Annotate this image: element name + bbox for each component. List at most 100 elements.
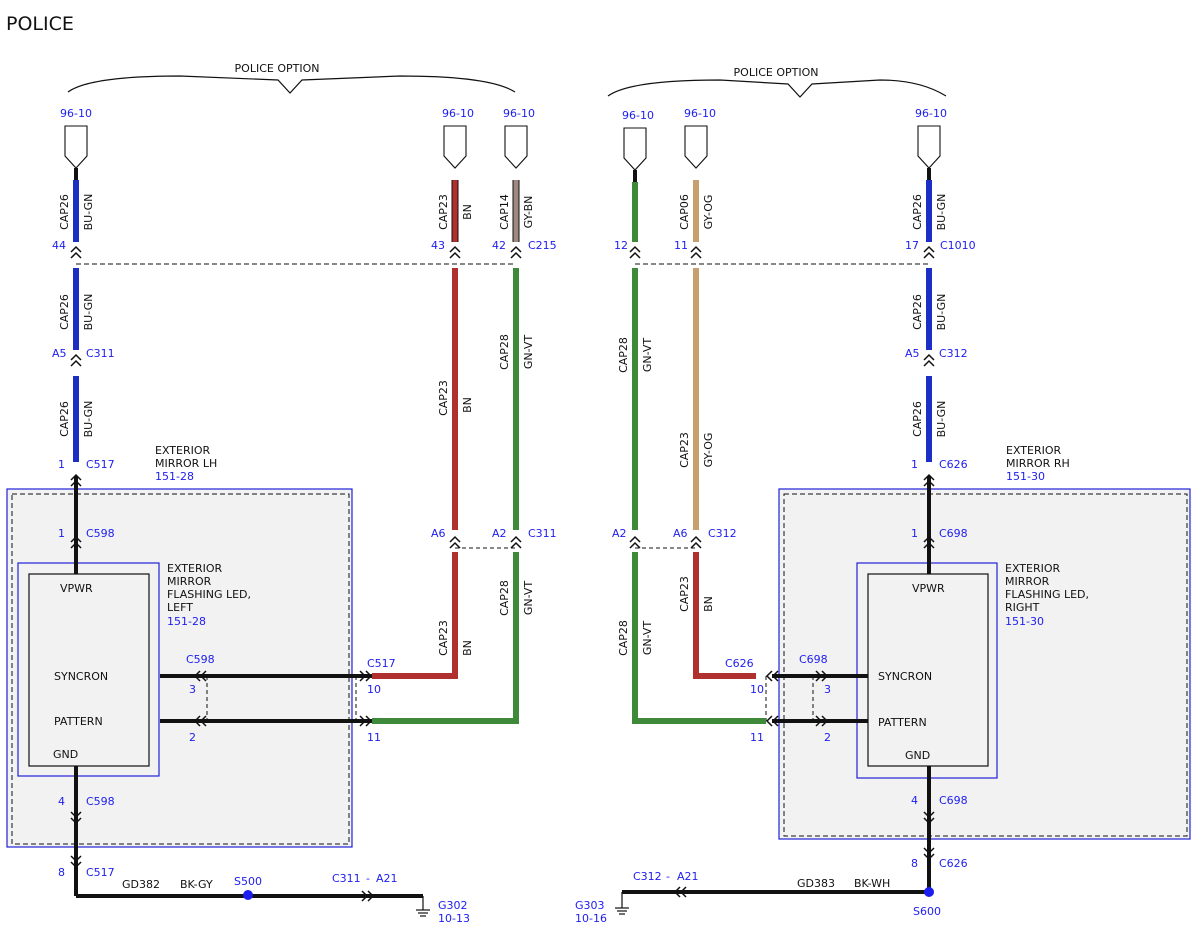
wire-gn-vt-left — [372, 268, 519, 724]
wire-color-label: BU-GN — [82, 401, 95, 438]
splice-s600 — [924, 887, 934, 897]
pin-number: 11 — [367, 731, 381, 744]
ref-label: 96-10 — [622, 109, 654, 122]
connector-id: C626 — [939, 857, 968, 870]
led-ref: 151-30 — [1005, 615, 1044, 628]
pin-number: A6 — [673, 527, 688, 540]
pin-label-pattern: PATTERN — [878, 716, 927, 729]
pin-number: 3 — [824, 683, 831, 696]
pin-number: 1 — [911, 458, 918, 471]
wire-color-label: GY-OG — [702, 433, 715, 468]
led-title: MIRROR — [1005, 575, 1050, 588]
circuit-label: CAP28 — [617, 337, 630, 373]
page-title: POLICE — [6, 13, 74, 35]
wire-color-label: BU-GN — [935, 294, 948, 331]
connector-id: C626 — [939, 458, 968, 471]
ref-label: 96-10 — [684, 107, 716, 120]
circuit-label: CAP23 — [437, 620, 450, 656]
circuit-label: CAP28 — [498, 580, 511, 616]
ground-ref: 10-16 — [575, 912, 607, 925]
ref-label: 96-10 — [60, 107, 92, 120]
wire-color-label: GN-VT — [641, 621, 654, 656]
led-component-right — [867, 573, 989, 767]
circuit-label: CAP23 — [678, 576, 691, 612]
led-box-left — [17, 562, 160, 777]
pin-number: 8 — [58, 866, 65, 879]
wire-color-label: BU-GN — [935, 401, 948, 438]
circuit-label: CAP06 — [678, 194, 691, 230]
connector-id: C517 — [86, 458, 115, 471]
connector-id: C312 — [939, 347, 968, 360]
connector-id: C311 — [332, 872, 361, 885]
pin-label-syncron: SYNCRON — [54, 670, 108, 683]
module-title: EXTERIOR — [1006, 444, 1062, 457]
pin-number: 12 — [614, 239, 628, 252]
offpage-connector-icon — [917, 125, 941, 169]
pin-number: 8 — [911, 857, 918, 870]
circuit-label: CAP26 — [911, 194, 924, 230]
ground-id: G302 — [438, 899, 468, 912]
pin-number: A21 — [677, 870, 699, 883]
led-ref: 151-28 — [167, 615, 206, 628]
ground-symbol-g303 — [615, 890, 660, 915]
wire-color-label: BN — [461, 204, 474, 220]
circuit-label: CAP23 — [678, 432, 691, 468]
pin-label-vpwr: VPWR — [912, 582, 945, 595]
module-title: MIRROR RH — [1006, 457, 1070, 470]
connector-id: C215 — [528, 239, 557, 252]
led-title: FLASHING LED, — [167, 588, 251, 601]
wire-color-label: BU-GN — [82, 194, 95, 231]
right-labels: CAP06 GY-OG CAP26 BU-GN CAP26 BU-GN CAP2… — [575, 194, 1089, 925]
pin-number: A2 — [612, 527, 627, 540]
pin-number: 3 — [189, 683, 196, 696]
connector-id: C598 — [86, 795, 115, 808]
pin-number: 2 — [824, 731, 831, 744]
wire-color-label: BK-WH — [854, 877, 890, 890]
connector-id: C698 — [799, 653, 828, 666]
pin-number: 42 — [492, 239, 506, 252]
ground-symbol-g302 — [356, 894, 430, 917]
pin-label-vpwr: VPWR — [60, 582, 93, 595]
pin-number: A21 — [376, 872, 398, 885]
connector-id: C598 — [186, 653, 215, 666]
wire-bn-left — [372, 180, 458, 679]
circuit-label: CAP26 — [911, 401, 924, 437]
pin-number: 1 — [58, 458, 65, 471]
connector-dash: - — [666, 870, 670, 883]
ref-label: 96-10 — [442, 107, 474, 120]
splice-id: S500 — [234, 875, 262, 888]
ground-circuit: GD383 — [797, 877, 835, 890]
connector-id: C311 — [86, 347, 115, 360]
option-label-right: POLICE OPTION — [734, 66, 819, 79]
connector-id: C312 — [708, 527, 737, 540]
connector-id: C698 — [939, 527, 968, 540]
pin-number: 1 — [911, 527, 918, 540]
pin-label-pattern: PATTERN — [54, 715, 103, 728]
option-brace-right — [607, 79, 947, 98]
offpage-connector-icon — [64, 125, 88, 169]
module-box-mirror-lh-inner — [11, 493, 350, 845]
ref-label: 96-10 — [503, 107, 535, 120]
wire-color-label: BU-GN — [82, 294, 95, 331]
circuit-label: CAP26 — [58, 294, 71, 330]
wire-color-label: GN-VT — [641, 338, 654, 373]
wire-color-label: BN — [461, 397, 474, 413]
module-title: MIRROR LH — [155, 457, 217, 470]
option-brace-left — [67, 75, 516, 94]
connector-id: C1010 — [940, 239, 976, 252]
pin-number: 10 — [750, 683, 764, 696]
pin-label-gnd: GND — [53, 748, 78, 761]
connector-id: C598 — [86, 527, 115, 540]
pin-number: 44 — [52, 239, 66, 252]
ref-label: 96-10 — [915, 107, 947, 120]
pin-number: 1 — [58, 527, 65, 540]
circuit-label: CAP23 — [437, 380, 450, 416]
pin-number: 10 — [367, 683, 381, 696]
pin-number: 4 — [911, 794, 918, 807]
wire-color-label: BN — [702, 596, 715, 612]
connector-id: C517 — [86, 866, 115, 879]
circuit-label: CAP28 — [498, 334, 511, 370]
wire-bn-right — [693, 552, 756, 679]
